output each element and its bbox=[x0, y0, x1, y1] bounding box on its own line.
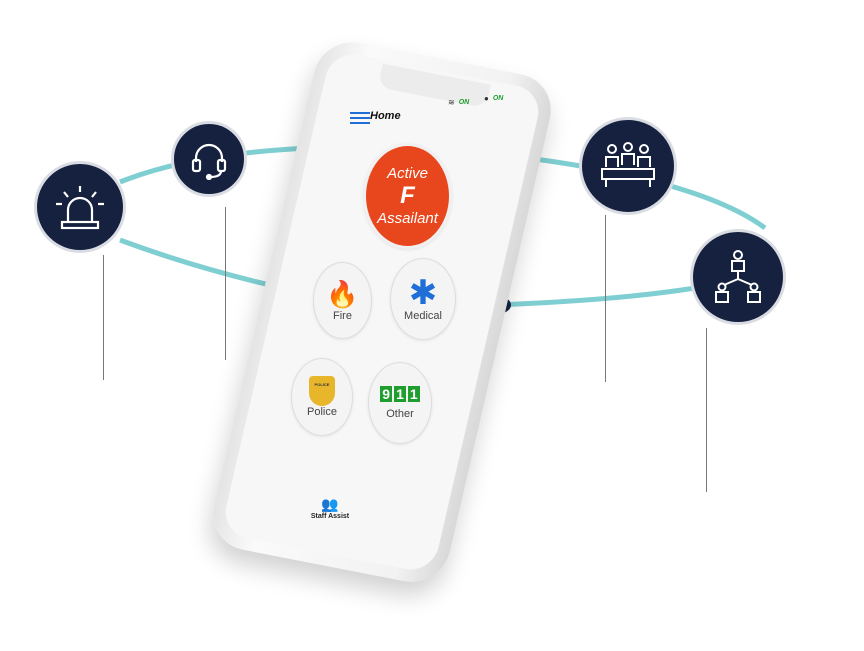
police-button[interactable]: POLICE Police bbox=[291, 358, 353, 436]
active-assailant-button[interactable]: Active F Assailant bbox=[363, 143, 452, 249]
police-badge-text: POLICE bbox=[314, 382, 330, 387]
staff-assist-button[interactable]: 👥 Staff Assist bbox=[300, 496, 360, 520]
connector-line bbox=[225, 207, 226, 360]
org-chart-badge bbox=[690, 229, 786, 325]
page-title: Home bbox=[370, 110, 401, 122]
location-pin-icon: ● bbox=[484, 94, 489, 103]
other-button[interactable]: 9 1 1 Other bbox=[368, 362, 432, 444]
headset-icon bbox=[191, 143, 227, 180]
wifi-icon: ≋ bbox=[448, 98, 455, 107]
active-assailant-label-2: Assailant bbox=[377, 210, 438, 227]
connector-line bbox=[605, 215, 606, 382]
police-label: Police bbox=[307, 406, 337, 418]
star-of-life-icon: ✱ bbox=[408, 274, 438, 312]
fire-label: Fire bbox=[333, 310, 352, 322]
connector-line bbox=[706, 328, 707, 492]
location-status: ● ON bbox=[484, 94, 503, 103]
audience-icon bbox=[601, 142, 655, 187]
org-chart-icon bbox=[715, 250, 761, 303]
staff-group-icon: 👥 bbox=[321, 496, 339, 512]
phone-notch bbox=[377, 63, 491, 109]
siren-icon bbox=[56, 186, 104, 230]
fire-button[interactable]: 🔥 Fire bbox=[313, 262, 372, 339]
medical-label: Medical bbox=[404, 310, 442, 322]
medical-button[interactable]: ✱ Medical bbox=[390, 258, 456, 340]
active-assailant-label-1: Active bbox=[387, 165, 428, 182]
911-icon: 9 1 1 bbox=[380, 386, 420, 402]
gun-icon: F bbox=[400, 182, 415, 209]
digit: 9 bbox=[380, 386, 393, 402]
menu-icon[interactable] bbox=[350, 110, 370, 126]
digit: 1 bbox=[394, 386, 406, 402]
staff-assist-label: Staff Assist bbox=[310, 513, 350, 520]
digit: 1 bbox=[407, 386, 420, 402]
audience-badge bbox=[579, 117, 677, 215]
headset-badge bbox=[171, 121, 247, 197]
wifi-status-text: ON bbox=[458, 99, 470, 106]
connector-line bbox=[103, 255, 104, 380]
siren-badge bbox=[34, 161, 126, 253]
police-badge-icon: POLICE bbox=[309, 376, 335, 406]
location-status-text: ON bbox=[492, 95, 504, 102]
wifi-status: ≋ ON bbox=[448, 98, 469, 107]
flame-icon: 🔥 bbox=[326, 279, 359, 309]
other-label: Other bbox=[386, 408, 414, 420]
